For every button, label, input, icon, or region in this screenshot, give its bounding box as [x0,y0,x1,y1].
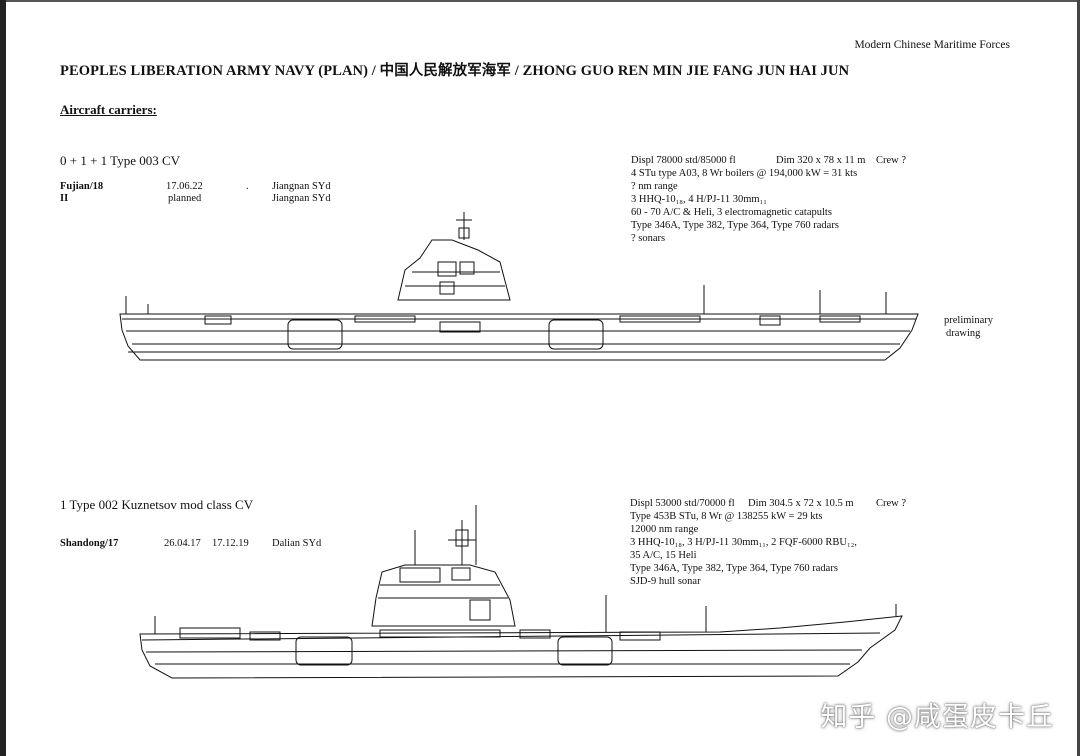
section-heading: Aircraft carriers: [60,102,157,117]
aircraft-elevator [295,636,353,666]
ship-date-comm: 17.12.19 [212,538,249,549]
ship-date-laid: 26.04.17 [164,538,201,549]
spec-line: 35 A/C, 15 Heli [630,550,697,561]
scan-border-top [0,0,1080,2]
type002-profile-drawing [139,505,903,679]
spec-displacement: Displ 53000 std/70000 fl [630,498,735,509]
hull-outline [119,313,919,361]
flight-deck-line [141,632,881,641]
island-superstructure [397,239,511,301]
class-title-type002: 1 Type 002 Kuznetsov mod class CV [60,497,254,512]
series-title: Modern Chinese Maritime Forces [854,39,1010,51]
spec-line: 4 STu type A03, 8 Wr boilers @ 194,000 k… [631,168,858,179]
ship-date-laid: planned [168,193,202,204]
ship-date-comm: . [246,181,249,192]
spec-dimensions: Dim 320 x 78 x 11 m [776,155,866,166]
spec-line: ? nm range [631,181,678,192]
scan-border-left [0,0,6,756]
ship-yard: Jiangnan SYd [272,193,331,204]
spec-line: ? sonars [631,233,666,244]
scan-border-right [1077,0,1080,756]
class-title-type003: 0 + 1 + 1 Type 003 CV [60,153,181,168]
watermark: 知乎 @咸蛋皮卡丘 [820,702,1054,733]
spec-crew: Crew ? [876,498,907,509]
island-superstructure [371,564,516,627]
ship-date-laid: 17.06.22 [166,181,203,192]
spec-list-type003: 4 STu type A03, 8 Wr boilers @ 194,000 k… [631,167,857,245]
spec-line: 12000 nm range [630,524,699,535]
note-line: preliminary [944,315,993,326]
type003-profile-drawing [119,212,919,361]
aircraft-elevator [557,636,613,666]
ship-name: II [60,193,69,204]
spec-line: 60 - 70 A/C & Heli, 3 electromagnetic ca… [631,207,832,218]
aircraft-elevator [287,319,343,350]
spec-line: Type 346A, Type 382, Type 364, Type 760 … [630,563,838,574]
spec-line: Type 346A, Type 382, Type 364, Type 760 … [631,220,839,231]
spec-crew: Crew ? [876,155,907,166]
drawing-note: preliminary drawing [944,314,993,340]
spec-list-type002: Type 453B STu, 8 Wr @ 138255 kW = 29 kts… [630,510,857,588]
ship-yard: Dalian SYd [272,538,322,549]
spec-line: SJD-9 hull sonar [630,576,701,587]
ship-name: Shandong/17 [60,538,119,549]
spec-line: Type 453B STu, 8 Wr @ 138255 kW = 29 kts [630,511,823,522]
spec-line: 3 HHQ-10₁₈, 3 H/PJ-11 30mm₁₁, 2 FQF-6000… [630,537,857,548]
spec-line: 3 HHQ-10₁₈, 4 H/PJ-11 30mm₁₁ [631,194,767,205]
note-line: drawing [946,328,981,339]
ship-yard: Jiangnan SYd [272,181,331,192]
aircraft-elevator [548,319,604,350]
ship-name: Fujian/18 [60,181,104,192]
spec-dimensions: Dim 304.5 x 72 x 10.5 m [748,498,854,509]
spec-displacement: Displ 78000 std/85000 fl [631,155,736,166]
page-title: PEOPLES LIBERATION ARMY NAVY (PLAN) / 中国… [60,63,850,79]
hull-outline [139,615,903,679]
